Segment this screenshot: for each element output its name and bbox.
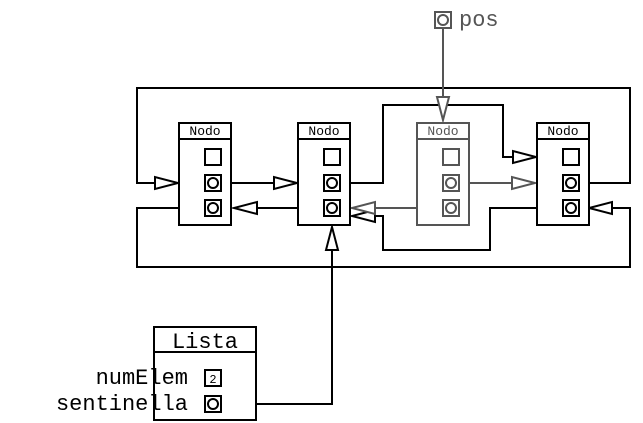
pointer-dot-icon [207, 202, 219, 214]
link-nodo4-prev-to-nodo2 [375, 207, 565, 251]
arrowhead-icon [512, 149, 540, 165]
arrowhead-icon [324, 223, 340, 251]
inactive-arrowheads [348, 96, 539, 216]
node-title: Nodo [427, 124, 458, 139]
pointer-dot-icon [445, 202, 457, 214]
info-field [323, 148, 341, 166]
numelem-value: 2 [209, 373, 216, 387]
arrowhead-icon [348, 200, 376, 216]
pointer-dot-icon [437, 14, 449, 26]
numelem-label: numElem [96, 366, 188, 391]
pos-pointer: pos [434, 8, 499, 33]
pointer-dot-icon [445, 177, 457, 189]
arrowhead-icon [230, 200, 258, 216]
pointer-dot-icon [565, 177, 577, 189]
arrowhead-icon [585, 200, 613, 216]
info-field [562, 148, 580, 166]
arrowhead-icon [273, 175, 301, 191]
link-nodo4-next-to-nodo1 [136, 87, 631, 184]
node-nodo-4[interactable]: Nodo [536, 122, 590, 226]
node-title: Nodo [547, 124, 578, 139]
sentinella-label: sentinella [56, 392, 188, 417]
node-title: Nodo [308, 124, 339, 139]
pointer-dot-icon [326, 177, 338, 189]
arrowhead-icon [435, 96, 451, 124]
info-field [204, 148, 222, 166]
pointer-dot-icon [565, 202, 577, 214]
pointer-dot-icon [207, 177, 219, 189]
lista-title: Lista [172, 330, 238, 355]
lista-struct[interactable]: Lista 2 [153, 326, 257, 421]
pointer-dot-icon [207, 398, 219, 410]
node-nodo-1[interactable]: Nodo [178, 122, 232, 226]
node-nodo-2[interactable]: Nodo [297, 122, 351, 226]
numelem-field [204, 369, 222, 387]
arrowhead-icon [154, 175, 182, 191]
node-title: Nodo [189, 124, 220, 139]
pointer-dot-icon [326, 202, 338, 214]
active-arrowheads [154, 149, 613, 251]
arrowhead-icon [511, 175, 539, 191]
node-nodo-3[interactable]: Nodo [416, 122, 470, 226]
pos-label: pos [459, 8, 499, 33]
link-nodo1-prev-to-nodo4 [136, 207, 631, 268]
info-field [442, 148, 460, 166]
